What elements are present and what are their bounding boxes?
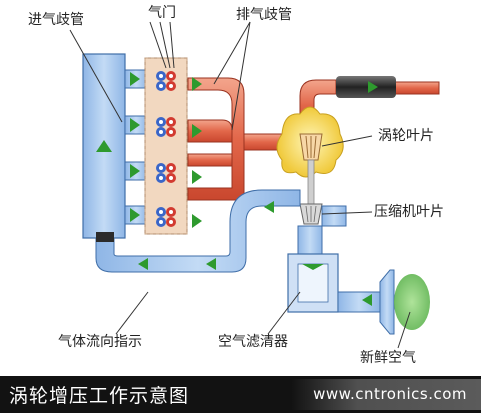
muffler [336,76,396,98]
valve-pair-icon [156,207,176,227]
flow-direction-arrow-icon [130,208,140,222]
label-airflow-direction: 气体流向指示 [58,334,142,350]
pointer-line-icon [149,21,167,69]
label-compressor-blade: 压缩机叶片 [374,204,444,220]
flow-direction-arrow-icon [192,124,202,138]
turbo-shaft [307,159,315,205]
valve-pair-icon [156,117,176,137]
flow-direction-arrow-icon [264,201,274,213]
tail-pipe [394,81,440,95]
fresh-air-pipe [337,291,381,313]
pointer-lines [69,21,411,349]
pointer-line-icon [213,21,251,85]
flow-direction-arrow-icon [192,77,202,91]
turbocharger [276,106,344,225]
flow-direction-arrow-icon [130,164,140,178]
flow-direction-arrow-icon [130,118,140,132]
air-filter-element [297,263,329,303]
throttle-body [96,232,114,242]
pointer-line-icon [69,29,123,123]
intake-system [95,189,395,335]
pointer-line-icon [321,135,373,147]
pointer-line-icon [159,21,171,69]
watermark-band [291,379,481,410]
flow-direction-arrow-icon [206,258,216,270]
label-valve: 气门 [148,5,176,21]
fresh-air-glow [394,274,430,330]
pointer-line-icon [169,21,175,69]
valves [156,71,176,227]
pointer-line-icon [397,311,411,349]
diagram-caption: 涡轮增压工作示意图 [9,385,190,407]
pointer-line-icon [231,21,251,131]
flow-direction-arrow-icon [362,294,372,306]
exhaust-system [187,77,440,201]
label-air-filter: 空气滤清器 [218,334,288,350]
valve-pair-icon [156,163,176,183]
watermark-text: www.cntronics.com [313,385,467,403]
flow-direction-arrow-icon [192,170,202,184]
label-turbine-blade: 涡轮叶片 [378,128,434,144]
pointer-line-icon [321,211,373,215]
cylinder-head [144,57,188,235]
flow-direction-arrow-icon [138,258,148,270]
flow-arrows [96,72,378,306]
flow-direction-arrow-icon [302,264,324,270]
compressor-outlet-pipe [321,205,347,227]
flow-direction-arrow-icon [192,214,202,228]
diagram-canvas: 进气歧管 气门 排气歧管 涡轮叶片 压缩机叶片 气体流向指示 空气滤清器 新鲜空… [28,5,444,366]
pointer-line-icon [115,291,149,335]
charge-air-pipe [95,189,301,273]
flow-direction-arrow-icon [96,140,112,152]
label-exhaust-manifold: 排气歧管 [236,7,292,23]
flow-direction-arrow-icon [368,81,378,93]
intake-bell-mouth [379,269,395,335]
flow-direction-arrow-icon [130,72,140,86]
label-intake-manifold: 进气歧管 [28,12,84,28]
valve-pair-icon [156,71,176,91]
label-fresh-air: 新鲜空气 [360,350,416,366]
pointer-line-icon [267,291,301,335]
compressor-inlet-pipe [297,225,323,255]
